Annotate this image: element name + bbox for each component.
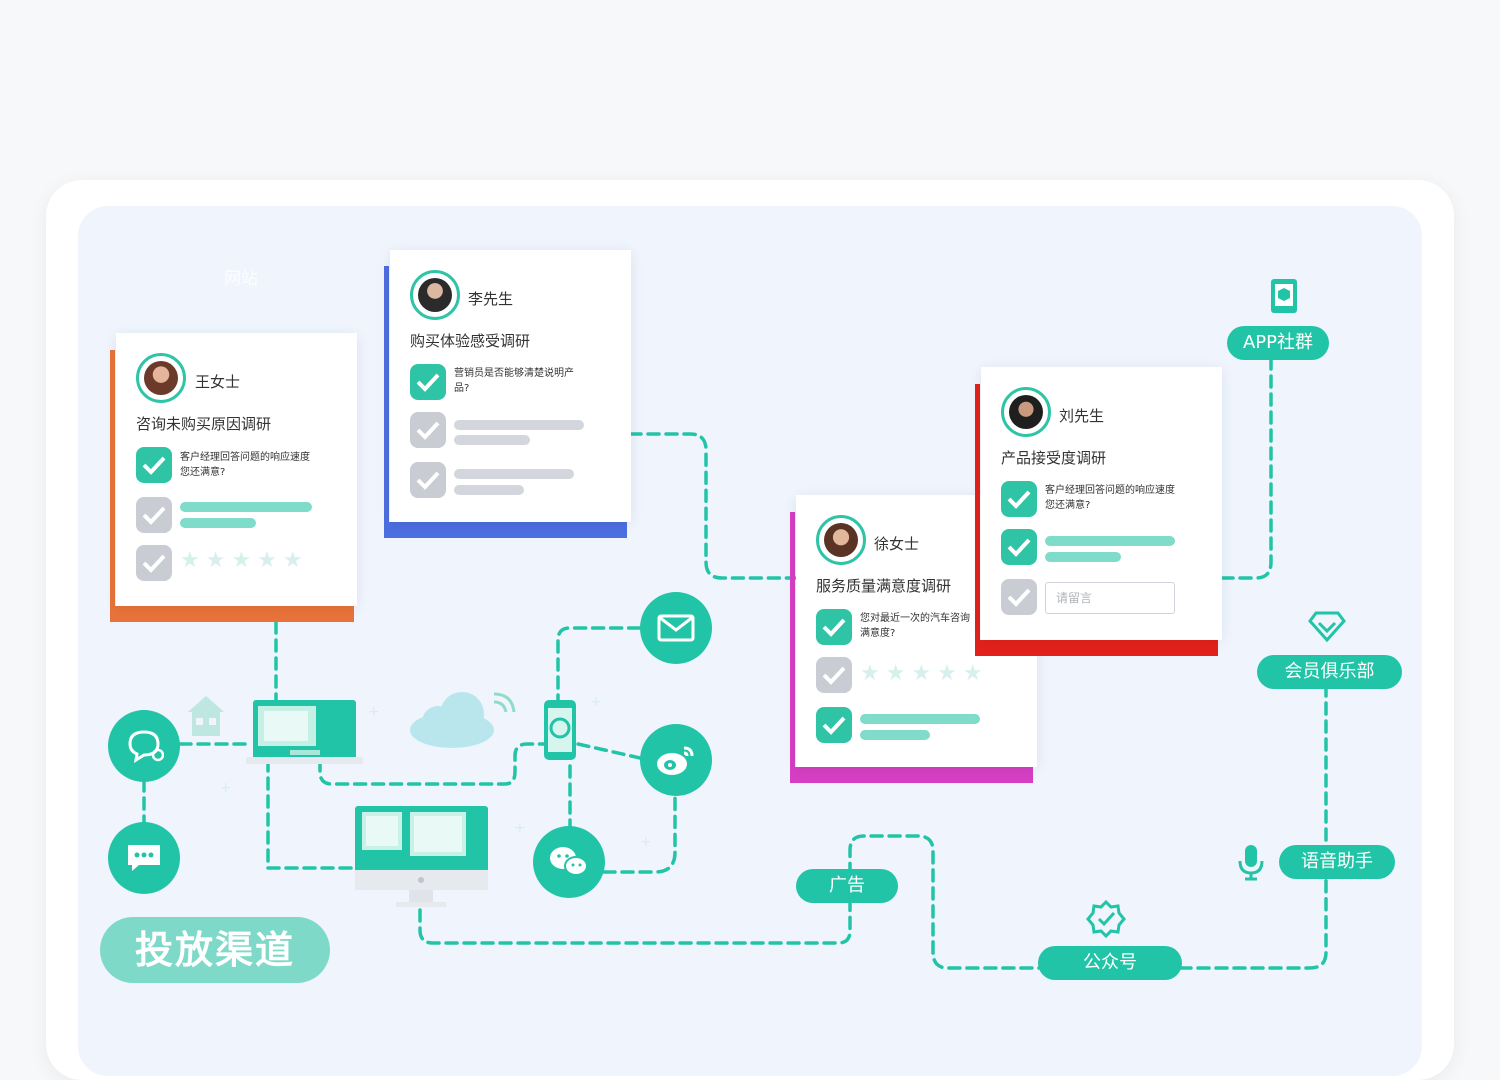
- official-account-label[interactable]: 公众号: [1038, 946, 1182, 980]
- card-xu-name: 徐女士: [874, 535, 920, 553]
- card-wang-bottom-accent: [110, 606, 354, 622]
- check-icon[interactable]: [410, 412, 446, 448]
- placeholder-bar: [454, 435, 530, 445]
- connector-lines: + + + + +: [142, 358, 1328, 970]
- survey-card-wang[interactable]: 王女士 咨询未购买原因调研 客户经理回答问题的响应速度您还满意? ★★★★★: [116, 333, 357, 606]
- card-wang-question: 客户经理回答问题的响应速度您还满意?: [180, 452, 310, 478]
- card-liu-name: 刘先生: [1059, 407, 1105, 425]
- check-icon[interactable]: [410, 462, 446, 498]
- rating-stars[interactable]: ★★★★★: [860, 661, 989, 686]
- survey-card-li[interactable]: 李先生 购买体验感受调研 营销员是否能够清楚说明产品?: [390, 250, 631, 522]
- message-dots-icon[interactable]: [108, 822, 180, 894]
- faint-website-label: 网站: [224, 269, 258, 289]
- avatar-wang: [136, 353, 186, 403]
- card-wang-title: 咨询未购买原因调研: [136, 415, 272, 433]
- card-xu-question: 您对最近一次的汽车咨询满意度?: [860, 613, 970, 639]
- card-li-bottom-accent: [384, 522, 627, 538]
- card-xu-side-accent: [790, 512, 795, 782]
- desktop-illustration: [355, 806, 488, 907]
- laptop-illustration: [246, 700, 363, 764]
- survey-card-liu[interactable]: 刘先生 产品接受度调研 客户经理回答问题的响应速度您还满意? 请留言: [981, 367, 1222, 640]
- placeholder-bar: [180, 502, 312, 512]
- svg-text:+: +: [590, 694, 602, 710]
- chat-bubble-icon[interactable]: [108, 710, 180, 782]
- check-icon[interactable]: [1001, 529, 1037, 565]
- phone-illustration: [544, 700, 576, 760]
- check-icon[interactable]: [1001, 579, 1037, 615]
- placeholder-bar: [454, 485, 524, 495]
- mail-icon[interactable]: [640, 592, 712, 664]
- svg-text:+: +: [368, 704, 380, 720]
- check-icon[interactable]: [136, 497, 172, 533]
- check-icon[interactable]: [1001, 481, 1037, 517]
- check-icon[interactable]: [816, 707, 852, 743]
- card-liu-title: 产品接受度调研: [1001, 449, 1107, 467]
- app-community-label[interactable]: APP社群: [1227, 326, 1329, 360]
- check-icon[interactable]: [816, 609, 852, 645]
- card-wang-name: 王女士: [195, 373, 241, 391]
- svg-text:+: +: [514, 820, 526, 836]
- card-wang-side-accent: [110, 350, 115, 620]
- avatar-liu: [1001, 387, 1051, 437]
- weibo-icon[interactable]: [640, 724, 712, 796]
- phone-app-icon: [1269, 277, 1299, 319]
- card-li-title: 购买体验感受调研: [410, 332, 531, 350]
- card-liu-question: 客户经理回答问题的响应速度您还满意?: [1045, 485, 1175, 511]
- card-li-side-accent: [384, 266, 389, 538]
- member-club-label[interactable]: 会员俱乐部: [1257, 655, 1402, 689]
- check-icon[interactable]: [136, 447, 172, 483]
- card-li-name: 李先生: [468, 290, 514, 308]
- rating-stars[interactable]: ★★★★★: [180, 548, 309, 573]
- avatar-li: [410, 270, 460, 320]
- voice-assistant-label[interactable]: 语音助手: [1279, 845, 1395, 879]
- placeholder-bar: [1045, 552, 1121, 562]
- house-icon: [188, 696, 224, 736]
- card-liu-bottom-accent: [975, 640, 1218, 656]
- check-icon[interactable]: [816, 657, 852, 693]
- svg-text:+: +: [640, 834, 652, 850]
- card-xu-bottom-accent: [790, 767, 1033, 783]
- placeholder-bar: [454, 420, 584, 430]
- placeholder-bar: [180, 518, 256, 528]
- placeholder-bar: [860, 730, 930, 740]
- placeholder-bar: [860, 714, 980, 724]
- check-icon[interactable]: [136, 545, 172, 581]
- placeholder-bar: [1045, 536, 1175, 546]
- cloud-icon: [410, 692, 494, 748]
- card-xu-title: 服务质量满意度调研: [816, 577, 952, 595]
- diamond-icon: [1308, 610, 1346, 646]
- check-icon[interactable]: [410, 364, 446, 400]
- badge-check-icon: [1086, 899, 1126, 943]
- microphone-icon: [1236, 843, 1266, 885]
- svg-text:+: +: [220, 780, 232, 796]
- ad-label[interactable]: 广告: [796, 869, 898, 903]
- message-input[interactable]: 请留言: [1045, 582, 1175, 614]
- wechat-icon[interactable]: [533, 826, 605, 898]
- placeholder-bar: [454, 469, 574, 479]
- channel-title: 投放渠道: [100, 917, 330, 983]
- card-liu-side-accent: [975, 384, 980, 656]
- avatar-xu: [816, 515, 866, 565]
- card-li-question: 营销员是否能够清楚说明产品?: [454, 368, 574, 394]
